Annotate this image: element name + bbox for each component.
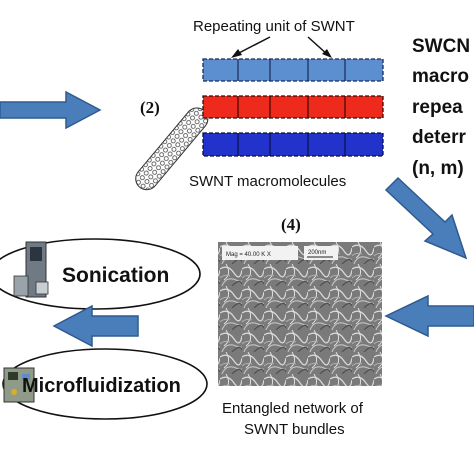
macromolecule-red bbox=[202, 95, 384, 119]
step-2-label: (2) bbox=[140, 98, 160, 117]
entangled-label-line-1: Entangled network of bbox=[222, 400, 364, 417]
microfluidization-ellipse bbox=[2, 348, 208, 420]
pointer-arrowhead-left-icon bbox=[231, 49, 242, 58]
microfluidization-label: Microfluidization bbox=[22, 375, 181, 397]
macromolecule-blue-light bbox=[202, 58, 384, 82]
side-text-line-2: macro bbox=[412, 66, 469, 87]
arrow-left-icon bbox=[384, 294, 474, 338]
sonication-ellipse bbox=[0, 238, 201, 310]
sem-magnification-text: Mag = 40.00 K X bbox=[226, 252, 271, 258]
pointer-arrow-left-icon bbox=[234, 36, 271, 56]
microfluidizer-device-icon bbox=[3, 367, 35, 403]
sem-scale-text: 200nm bbox=[308, 250, 326, 256]
repeating-unit-label: Repeating unit of SWNT bbox=[193, 18, 355, 35]
arrow-down-right-icon bbox=[384, 176, 468, 260]
sem-image: Mag = 40.00 K X 200nm bbox=[218, 242, 382, 386]
arrow-left-small-icon bbox=[52, 304, 139, 348]
sonication-label: Sonication bbox=[62, 264, 169, 287]
arrow-right-icon bbox=[0, 90, 102, 130]
sonicator-device-icon bbox=[13, 241, 49, 298]
side-text-line-5: (n, m) bbox=[412, 158, 464, 179]
pointer-arrowhead-right-icon bbox=[322, 49, 332, 58]
side-text-line-3: repea bbox=[412, 97, 463, 118]
side-text-line-1: SWCN bbox=[412, 36, 470, 57]
entangled-label-line-2: SWNT bundles bbox=[244, 421, 345, 438]
side-text-line-4: deterr bbox=[412, 127, 466, 148]
swnt-macromolecules-label: SWNT macromolecules bbox=[189, 173, 346, 190]
macromolecule-blue-dark bbox=[202, 132, 384, 157]
step-4-label: (4) bbox=[281, 215, 301, 234]
